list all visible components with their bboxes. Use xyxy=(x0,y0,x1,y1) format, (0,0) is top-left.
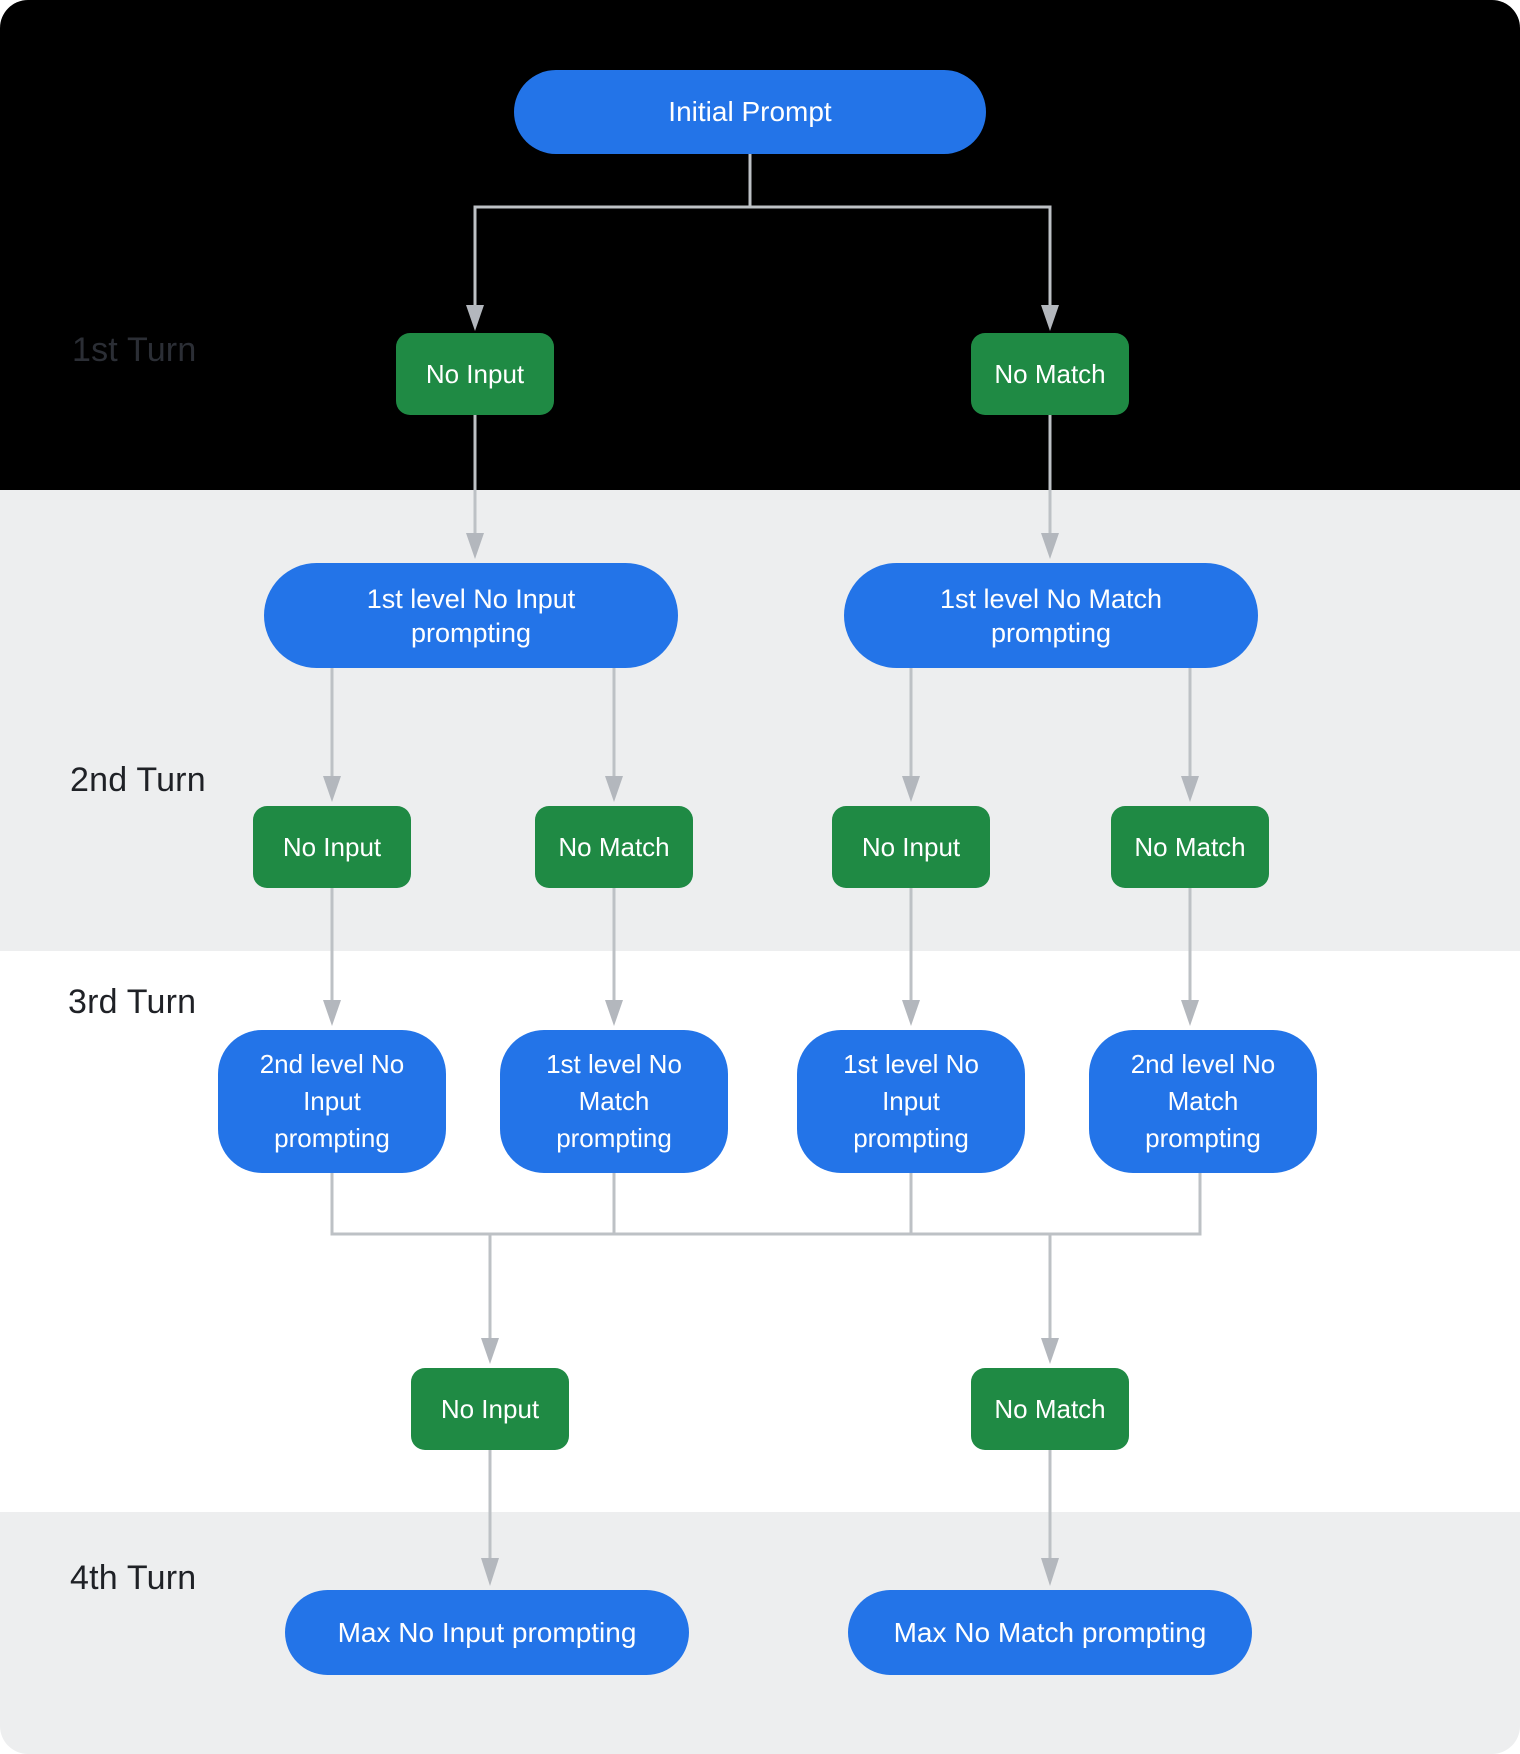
arrowhead xyxy=(466,533,484,559)
arrowhead xyxy=(902,776,920,802)
node-max-no-match-prompting: Max No Match prompting xyxy=(848,1590,1252,1675)
turn-label-3rd: 3rd Turn xyxy=(68,983,197,1021)
band-4th-turn xyxy=(0,1512,1520,1754)
arrowhead xyxy=(605,1000,623,1026)
arrowhead xyxy=(323,1000,341,1026)
arrowhead xyxy=(1041,533,1059,559)
arrowhead xyxy=(1041,1338,1059,1364)
node-turn2-no-match-left: No Match xyxy=(535,806,693,888)
arrowhead xyxy=(902,1000,920,1026)
arrowhead xyxy=(481,1338,499,1364)
node-turn2-no-match-right: No Match xyxy=(1111,806,1269,888)
arrowhead xyxy=(1041,1558,1059,1586)
node-1st-level-no-match-prompting-3rd: 1st level No Match prompting xyxy=(500,1030,728,1173)
node-initial-prompt: Initial Prompt xyxy=(514,70,986,154)
node-1st-level-no-input-prompting: 1st level No Input prompting xyxy=(264,563,678,668)
arrowhead xyxy=(1041,305,1059,331)
node-turn1-no-input: No Input xyxy=(396,333,554,415)
arrowhead xyxy=(605,776,623,802)
node-turn2-no-input-right: No Input xyxy=(832,806,990,888)
node-1st-level-no-input-prompting-3rd: 1st level No Input prompting xyxy=(797,1030,1025,1173)
node-max-no-input-prompting: Max No Input prompting xyxy=(285,1590,689,1675)
turn-label-4th: 4th Turn xyxy=(70,1559,197,1597)
node-2nd-level-no-input-prompting: 2nd level No Input prompting xyxy=(218,1030,446,1173)
arrowhead xyxy=(481,1558,499,1586)
node-turn2-no-input-left: No Input xyxy=(253,806,411,888)
node-turn3-no-input: No Input xyxy=(411,1368,569,1450)
arrowhead xyxy=(323,776,341,802)
arrowhead xyxy=(466,305,484,331)
turn-label-1st: 1st Turn xyxy=(72,331,197,369)
node-1st-level-no-match-prompting: 1st level No Match prompting xyxy=(844,563,1258,668)
arrowhead xyxy=(1181,1000,1199,1026)
node-2nd-level-no-match-prompting: 2nd level No Match prompting xyxy=(1089,1030,1317,1173)
arrowhead xyxy=(1181,776,1199,802)
node-turn1-no-match: No Match xyxy=(971,333,1129,415)
turn-label-2nd: 2nd Turn xyxy=(70,761,206,799)
node-turn3-no-match: No Match xyxy=(971,1368,1129,1450)
